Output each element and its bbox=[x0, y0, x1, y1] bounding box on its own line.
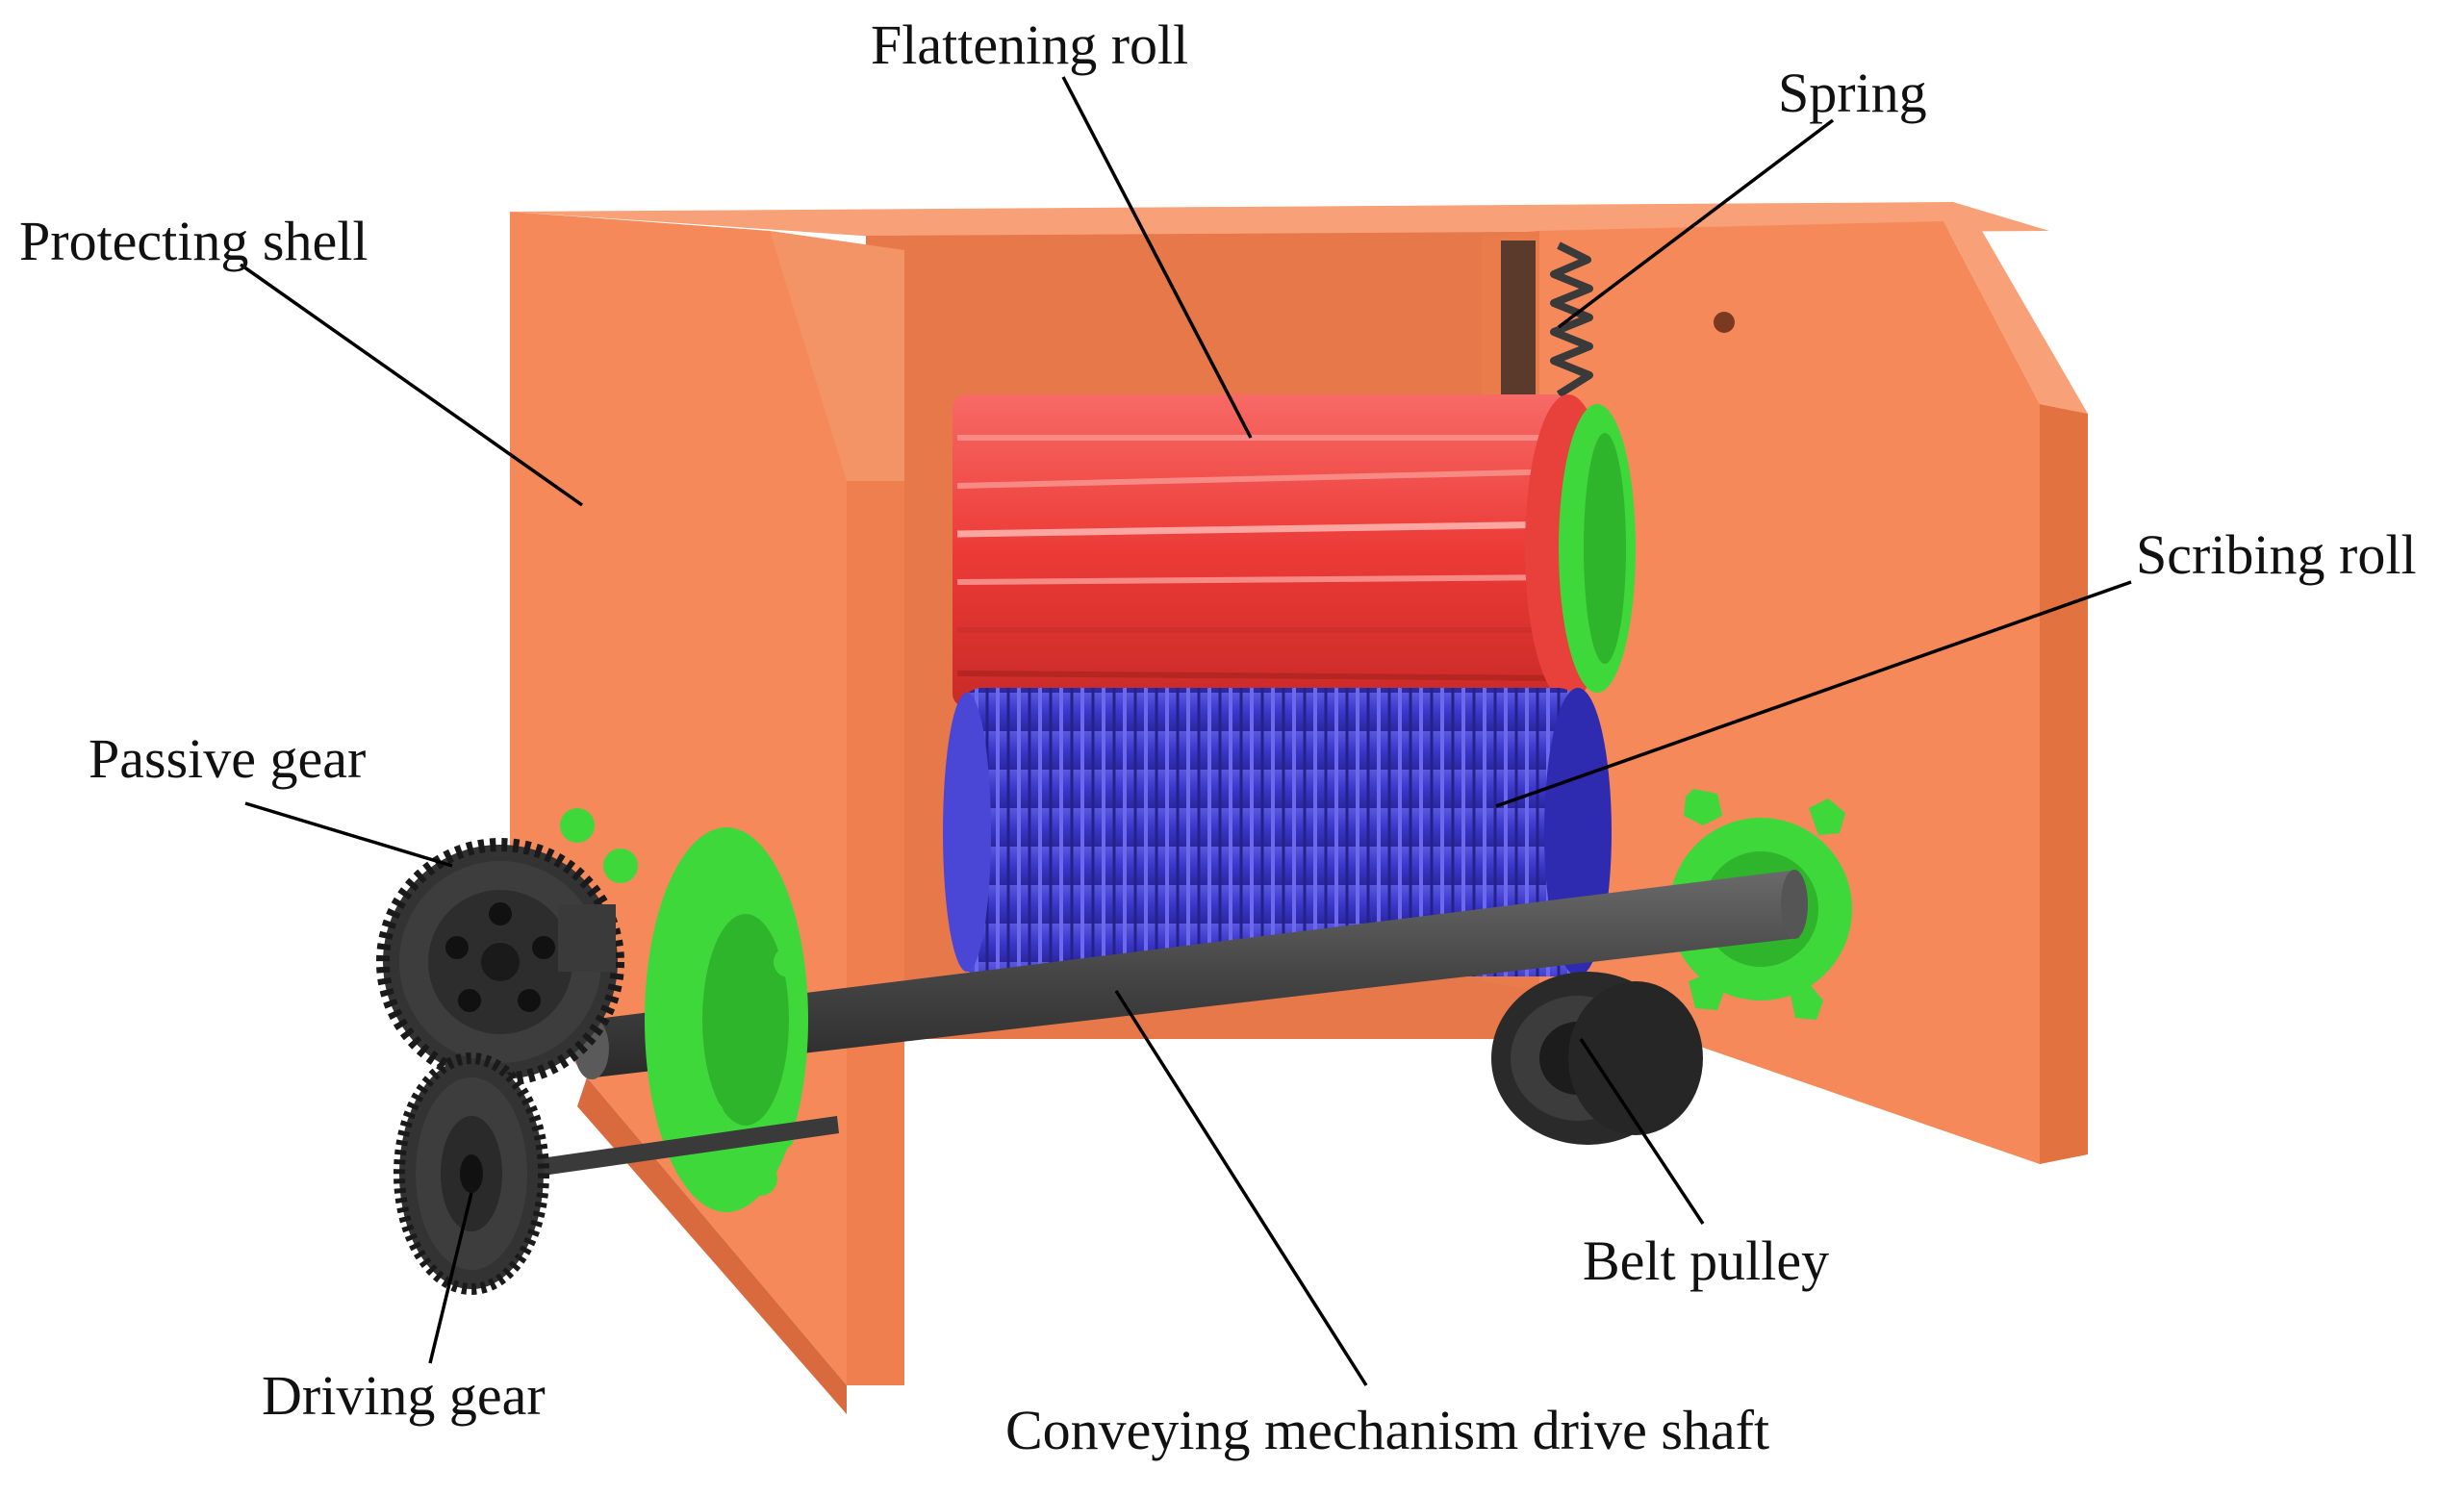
spring-coil bbox=[1550, 241, 1593, 398]
leader-scribing-roll bbox=[1495, 580, 2132, 808]
shell-left-front-face bbox=[847, 481, 904, 1385]
label-flattening-roll: Flattening roll bbox=[871, 13, 1189, 76]
shell-left-bevel bbox=[770, 231, 904, 481]
flattening-roll-body bbox=[953, 394, 1568, 707]
left-bearing bbox=[560, 808, 808, 1212]
label-protecting-shell: Protecting shell bbox=[19, 210, 368, 272]
label-driving-gear: Driving gear bbox=[262, 1364, 546, 1427]
leader-passive-gear bbox=[244, 801, 453, 868]
leader-lines bbox=[239, 76, 2132, 1386]
label-drive-shaft: Conveying mechanism drive shaft bbox=[1005, 1399, 1770, 1461]
label-spring: Spring bbox=[1778, 62, 1927, 124]
shell-left-outer bbox=[510, 212, 904, 1385]
label-passive-gear: Passive gear bbox=[89, 727, 367, 790]
drive-shaft-end bbox=[1781, 870, 1808, 939]
belt-pulley bbox=[1491, 972, 1703, 1145]
leader-protecting-shell bbox=[239, 263, 584, 507]
scribing-roll-left-end bbox=[943, 693, 991, 972]
shell-hole bbox=[1714, 312, 1735, 333]
passive-gear bbox=[376, 838, 624, 1086]
lower-shaft bbox=[500, 1116, 839, 1181]
leader-driving-gear bbox=[428, 1192, 473, 1364]
spring-slot bbox=[1501, 241, 1536, 414]
drive-shaft-body bbox=[589, 871, 1799, 1077]
leader-spring bbox=[1557, 118, 1835, 329]
flattening-roll bbox=[953, 394, 1636, 707]
scribing-roll bbox=[943, 688, 1612, 976]
spring bbox=[1501, 241, 1593, 414]
driving-gear bbox=[394, 1052, 839, 1295]
label-belt-pulley: Belt pulley bbox=[1583, 1229, 1830, 1292]
shell-right-side bbox=[2040, 404, 2088, 1164]
leader-belt-pulley bbox=[1579, 1038, 1705, 1225]
scribing-roll-body bbox=[962, 688, 1578, 976]
shell-right-edge bbox=[1943, 221, 2088, 414]
label-scribing-roll: Scribing roll bbox=[2136, 523, 2417, 586]
leader-drive-shaft bbox=[1114, 990, 1368, 1386]
shell-left-lower bbox=[577, 1077, 847, 1414]
leader-flattening-roll bbox=[1061, 76, 1253, 439]
